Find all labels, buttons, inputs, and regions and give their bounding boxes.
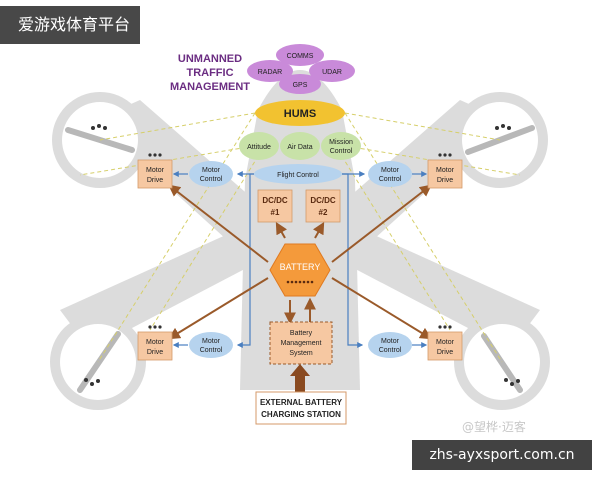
- motor-drive-bottom-left: [137, 331, 173, 361]
- comms-label: COMMS: [287, 53, 314, 60]
- hums-bubble: [255, 100, 345, 126]
- motor-control-top-right-line2: Control: [379, 176, 402, 183]
- dcdc-2-box: [305, 189, 341, 223]
- charging-arrow: [290, 364, 310, 392]
- charging-station-line2: CHARGING STATION: [261, 410, 341, 419]
- bms-box: [269, 321, 333, 365]
- motor-control-units: Motor Control Motor Control Motor Contro…: [189, 161, 412, 358]
- watermark: @望桦·迈客: [462, 420, 526, 434]
- dcdc-1-box: [257, 189, 293, 223]
- bms-line3: System: [289, 350, 313, 357]
- motor-drive-top-left-line1: Motor: [146, 167, 165, 174]
- motor-control-top-right-line1: Motor: [381, 167, 400, 174]
- air-data-label: Air Data: [287, 144, 312, 151]
- motor-drive-top-right: [427, 159, 463, 189]
- charging-station-box: [255, 391, 347, 425]
- motor-drive-bottom-left-line2: Drive: [147, 349, 163, 356]
- motor-control-top-right: [368, 161, 412, 187]
- motor-drive-bottom-right-line2: Drive: [437, 349, 453, 356]
- motor-control-top-left: [189, 161, 233, 187]
- motor-drive-bottom-right-line1: Motor: [436, 339, 455, 346]
- gps-label: GPS: [293, 82, 308, 89]
- motor-control-top-left-line1: Motor: [202, 167, 221, 174]
- air-data-bubble: [280, 132, 320, 160]
- utm-bubbles: COMMS RADAR UDAR GPS: [247, 44, 355, 94]
- hums-label: HUMS: [284, 108, 316, 120]
- mission-control-label-line2: Control: [330, 148, 353, 155]
- mission-control-label-line1: Mission: [329, 139, 353, 146]
- motor-drive-bottom-right: [427, 331, 463, 361]
- utm-label-line1: UNMANNED: [178, 53, 242, 65]
- motor-control-bottom-right-line2: Control: [379, 347, 402, 354]
- battery-hexagon: [269, 243, 331, 297]
- battery-cells-icon: [286, 280, 314, 284]
- udar-bubble: [309, 60, 355, 82]
- motor-control-bottom-right-line1: Motor: [381, 338, 400, 345]
- motor-control-top-left-line2: Control: [200, 176, 223, 183]
- motor-control-bottom-left: [189, 332, 233, 358]
- attitude-bubble: [239, 132, 279, 160]
- charging-station-line1: EXTERNAL BATTERY: [260, 398, 343, 407]
- bms-line1: Battery: [290, 330, 313, 337]
- site-label-bottom: zhs-ayxsport.com.cn: [412, 440, 592, 470]
- utm-label-line3: MANAGEMENT: [170, 81, 250, 93]
- battery-label: BATTERY: [280, 262, 321, 272]
- radar-label: RADAR: [258, 69, 283, 76]
- dcdc-2-line2: #2: [319, 208, 328, 217]
- motor-drive-top-left: [137, 159, 173, 189]
- motor-drive-top-left-line2: Drive: [147, 177, 163, 184]
- flight-control-bubble: [254, 164, 342, 184]
- dcdc-1-line1: DC/DC: [262, 196, 288, 205]
- bms-line2: Management: [281, 340, 322, 347]
- control-bus-lines: [172, 171, 428, 348]
- flight-control-label: Flight Control: [277, 172, 319, 179]
- radar-bubble: [247, 60, 293, 82]
- dcdc-2-line1: DC/DC: [310, 196, 336, 205]
- motor-control-bottom-right: [368, 332, 412, 358]
- site-label-top: 爱游戏体育平台: [0, 6, 140, 44]
- comms-bubble: [276, 44, 324, 66]
- utm-label-line2: TRAFFIC: [186, 67, 233, 79]
- motor-drive-top-right-line2: Drive: [437, 177, 453, 184]
- attitude-label: Attitude: [247, 144, 271, 151]
- motor-drive-units: Motor Drive Motor Drive Motor Drive Moto…: [137, 159, 463, 361]
- motor-drive-bottom-left-line1: Motor: [146, 339, 165, 346]
- dcdc-1-line2: #1: [271, 208, 280, 217]
- motor-control-bottom-left-line1: Motor: [202, 338, 221, 345]
- power-arrows: [167, 184, 433, 340]
- motor-control-bottom-left-line2: Control: [200, 347, 223, 354]
- gps-bubble: [279, 74, 321, 94]
- sensor-bubbles: Attitude Air Data Mission Control: [239, 132, 361, 160]
- motor-drive-top-right-line1: Motor: [436, 167, 455, 174]
- udar-label: UDAR: [322, 69, 342, 76]
- mission-control-bubble: [321, 132, 361, 160]
